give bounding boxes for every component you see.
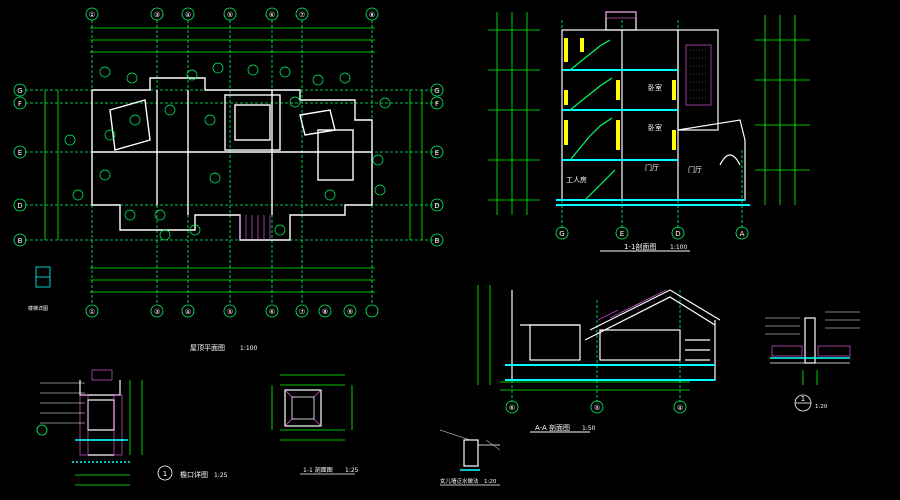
detail-1-marker: 1 (163, 470, 167, 478)
plan-bottom-axis-7: ⑦ (299, 308, 305, 316)
right-detail-scale: 1:20 (815, 404, 828, 410)
section-a-a (477, 285, 721, 433)
plan-left-axis-d: D (17, 202, 22, 210)
plan-bottom-axis-9: ⑨ (347, 308, 353, 316)
small-section-title: 1-1 剖面图 (303, 466, 333, 474)
room-foyer-left: 门厅 (645, 163, 659, 172)
column-section-detail (271, 374, 355, 475)
sec1-axis-g: G (559, 230, 564, 238)
secA-axis-6: ⑥ (509, 404, 515, 412)
parapet-detail (439, 429, 501, 486)
plan-bottom-axis-5: ⑤ (227, 308, 233, 316)
plan-left-axis-g: G (17, 87, 22, 95)
roof-plan (13, 7, 444, 318)
small-section-scale: 1:25 (345, 467, 359, 474)
plan-left-axis-b: B (18, 237, 23, 245)
section-1-title: 1-1剖面图 (624, 242, 656, 251)
plan-top-axis-6: ⑥ (269, 11, 275, 19)
section-1-scale: 1:100 (670, 244, 687, 251)
plan-bottom-axis-3: ③ (154, 308, 160, 316)
right-detail-marker: 1 (801, 395, 805, 403)
plan-scale: 1:100 (240, 345, 257, 352)
plan-top-axis-7: ⑦ (299, 11, 305, 19)
section-a-axis-labels: ⑥ ⑤ ④ (509, 404, 683, 412)
detail-1-title: 檐口详图 (180, 470, 208, 479)
plan-top-axis-1: ① (89, 11, 95, 19)
secA-axis-5: ⑤ (594, 404, 600, 412)
room-foyer-right: 门厅 (688, 165, 702, 174)
sec1-axis-d: D (675, 230, 680, 238)
section-a-title: A-A 剖面图 (535, 423, 570, 432)
section-1-room-labels: 卧室 卧室 门厅 门厅 工人房 (566, 83, 702, 184)
plan-left-axis-f: F (18, 100, 22, 108)
secA-axis-4: ④ (677, 404, 683, 412)
parapet-title: 女儿墙泛水做法 (440, 477, 479, 485)
plan-title: 屋顶平面图 (190, 344, 225, 352)
plan-top-axis-3: ③ (154, 11, 160, 19)
room-bedroom-lower: 卧室 (648, 123, 662, 132)
plan-right-axis-b: B (435, 237, 440, 245)
section-a-scale: 1:50 (582, 425, 596, 432)
plan-top-axis-8: ⑧ (369, 11, 375, 19)
section-1-1 (488, 11, 810, 252)
plan-right-axis-d: D (434, 202, 439, 210)
sec1-axis-a: A (740, 230, 745, 238)
plan-top-axis-4: ④ (185, 11, 191, 19)
parapet-scale: 1:20 (484, 479, 497, 485)
waterproof-detail (765, 311, 860, 412)
plan-top-axis-5: ⑤ (227, 11, 233, 19)
plan-left-axis-e: E (18, 149, 22, 157)
section-1-axis-labels: G E D A (559, 230, 744, 238)
plan-bottom-axis-1: ① (89, 308, 95, 316)
plan-bottom-axis-4: ④ (185, 308, 191, 316)
sec1-axis-e: E (620, 230, 624, 238)
plan-right-axis-f: F (435, 100, 439, 108)
room-bedroom-upper: 卧室 (648, 83, 662, 92)
left-small-label: 楼梯详图 (28, 305, 48, 312)
room-servant: 工人房 (566, 175, 587, 184)
eaves-detail (36, 369, 173, 486)
plan-bottom-axis-6: ⑥ (269, 308, 275, 316)
plan-right-axis-e: E (435, 149, 439, 157)
detail-1-scale: 1:25 (214, 472, 228, 479)
plan-axis-labels: ① ③ ④ ⑤ ⑥ ⑦ ⑧ ① ③ ④ ⑤ ⑥ ⑦ ⑧ ⑨ G F E D B … (17, 11, 439, 316)
plan-bottom-axis-8: ⑧ (322, 308, 328, 316)
plan-right-axis-g: G (434, 87, 439, 95)
